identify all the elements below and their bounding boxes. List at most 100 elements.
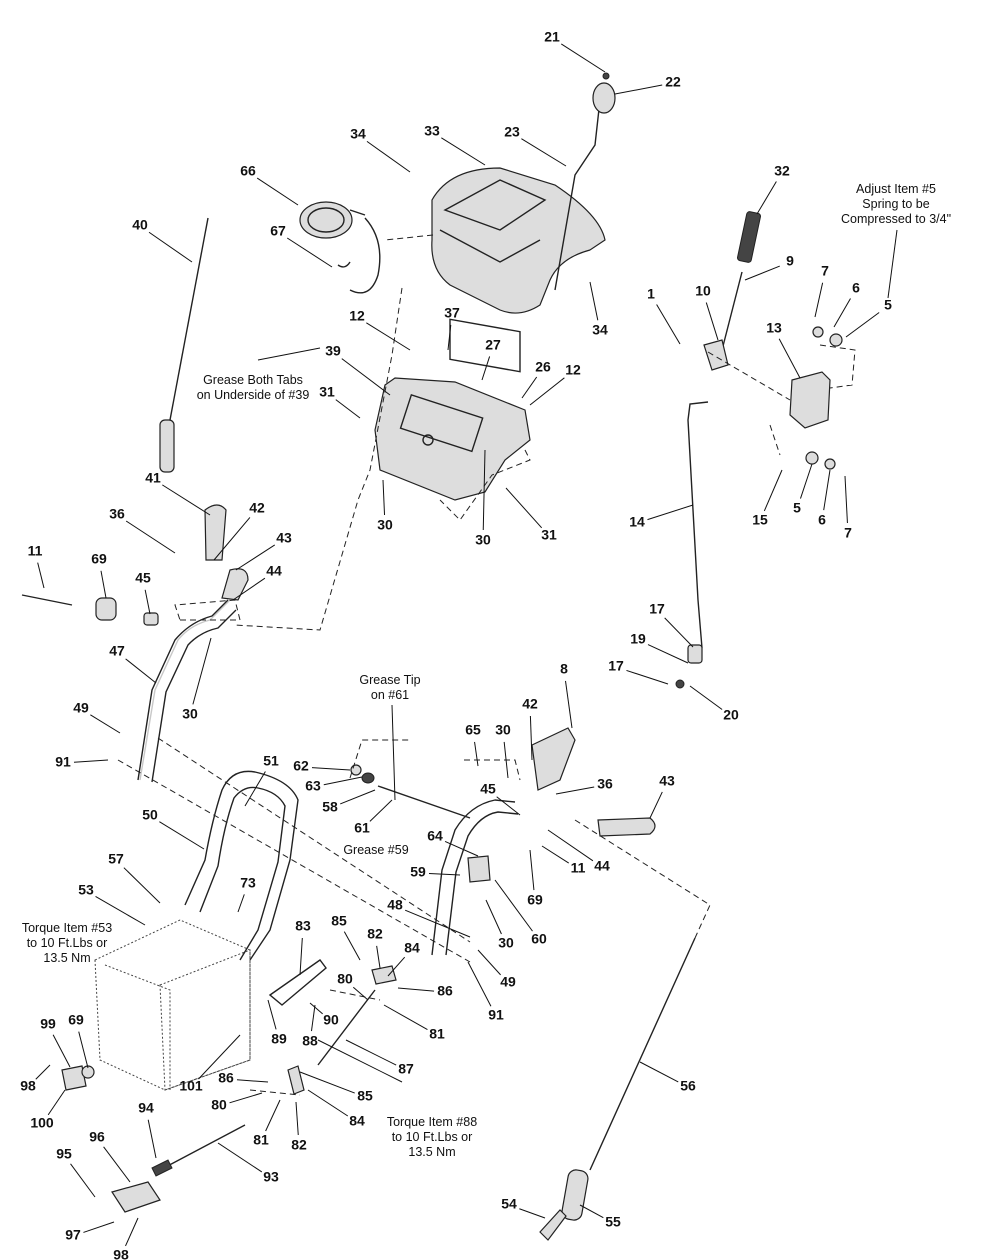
panel-bracket	[374, 377, 531, 501]
callout-c98a: 98	[20, 1078, 36, 1094]
callout-c93: 93	[263, 1169, 279, 1185]
adjust-5-pointer	[887, 229, 898, 299]
leader-c33	[441, 137, 486, 166]
callout-c66: 66	[240, 163, 256, 179]
callout-c87: 87	[398, 1061, 414, 1077]
leader-c89	[267, 999, 277, 1030]
leader-c11b	[541, 845, 569, 864]
callout-c61: 61	[354, 820, 370, 836]
linkage-rod-61	[350, 764, 471, 819]
leader-c63	[323, 776, 363, 786]
callout-c65: 65	[465, 722, 481, 738]
leader-c12b	[529, 377, 565, 406]
callout-c22: 22	[665, 74, 681, 90]
callout-c60: 60	[531, 931, 547, 947]
callout-c69c: 69	[68, 1012, 84, 1028]
note-line: Adjust Item #5	[856, 182, 936, 196]
callout-c85b: 85	[357, 1088, 373, 1104]
callout-c91a: 91	[55, 754, 71, 770]
leader-c37	[447, 324, 452, 351]
leader-c44a	[232, 577, 266, 601]
callout-c48: 48	[387, 897, 403, 913]
leader-c86a	[397, 987, 435, 992]
torque-88-pointer	[317, 1039, 403, 1083]
leader-c40	[148, 231, 193, 263]
callout-c81a: 81	[429, 1026, 445, 1042]
note-line: Torque Item #88	[387, 1115, 477, 1129]
callout-c82a: 82	[367, 926, 383, 942]
note-line: Grease Tip	[359, 673, 420, 687]
leader-c100	[47, 1089, 66, 1116]
callout-c11a: 11	[28, 543, 43, 559]
leader-c84b	[307, 1089, 349, 1117]
callout-c94: 94	[138, 1100, 154, 1116]
callout-c5b: 5	[793, 500, 801, 516]
callout-c49a: 49	[73, 700, 89, 716]
callout-c21: 21	[544, 29, 560, 45]
leader-c95	[70, 1163, 96, 1198]
callout-c19: 19	[630, 631, 646, 647]
leader-c34b	[589, 281, 599, 321]
callout-c26: 26	[535, 359, 551, 375]
grease-61-pointer	[391, 704, 396, 801]
callout-c97: 97	[65, 1227, 81, 1243]
note-line: Grease #59	[343, 843, 408, 857]
leader-c51	[244, 771, 266, 807]
leader-c82a	[376, 945, 381, 969]
callout-c84b: 84	[349, 1113, 365, 1129]
callout-c45b: 45	[480, 781, 496, 797]
leader-c45a	[144, 589, 151, 615]
note-n_grease59: Grease #59	[343, 843, 408, 857]
leader-c6b	[823, 469, 831, 511]
leader-c99	[52, 1034, 71, 1068]
leader-c90	[309, 1002, 323, 1015]
leader-c23	[521, 138, 567, 167]
callout-c6a: 6	[852, 280, 860, 296]
note-line: to 10 Ft.Lbs or	[392, 1130, 473, 1144]
leader-c45b	[496, 796, 521, 816]
leader-c91a	[73, 759, 109, 763]
callout-c11b: 11	[571, 860, 586, 876]
callout-c86b: 86	[218, 1070, 234, 1086]
callout-c20: 20	[723, 707, 739, 723]
callout-c14: 14	[629, 514, 645, 530]
callout-c36b: 36	[597, 776, 613, 792]
callout-c7a: 7	[821, 263, 829, 279]
callout-c17a: 17	[649, 601, 665, 617]
leader-c96	[103, 1146, 131, 1183]
callout-c64: 64	[427, 828, 443, 844]
leader-c81a	[383, 1004, 428, 1031]
callout-c96: 96	[89, 1129, 105, 1145]
note-line: Compressed to 3/4"	[841, 212, 951, 226]
callout-c17b: 17	[608, 658, 624, 674]
leader-c73	[237, 894, 245, 913]
callout-c39: 39	[325, 343, 341, 359]
leader-c42b	[529, 715, 533, 761]
callout-c101: 101	[179, 1078, 203, 1094]
leader-c15	[763, 469, 783, 512]
leader-c65	[474, 741, 479, 767]
leader-c67	[286, 237, 333, 268]
leader-c49a	[90, 714, 121, 734]
leader-c69b	[529, 849, 535, 891]
lower-linkage	[61, 959, 397, 1213]
callout-c41: 41	[145, 470, 161, 486]
leader-c43b	[649, 791, 663, 819]
callout-c84a: 84	[404, 940, 420, 956]
callout-c30c: 30	[182, 706, 198, 722]
callout-c63: 63	[305, 778, 321, 794]
leader-c6a	[833, 298, 851, 328]
callout-c44b: 44	[594, 858, 610, 874]
leader-c9	[744, 265, 780, 281]
callout-c49b: 49	[500, 974, 516, 990]
callout-c86a: 86	[437, 983, 453, 999]
leader-c69a	[100, 570, 107, 599]
callout-c80b: 80	[211, 1097, 227, 1113]
leader-c1	[656, 304, 681, 345]
callout-c36a: 36	[109, 506, 125, 522]
leader-c14	[647, 504, 694, 521]
leader-c5a	[845, 312, 880, 338]
leader-c59	[428, 873, 461, 876]
leader-c61	[369, 799, 393, 822]
